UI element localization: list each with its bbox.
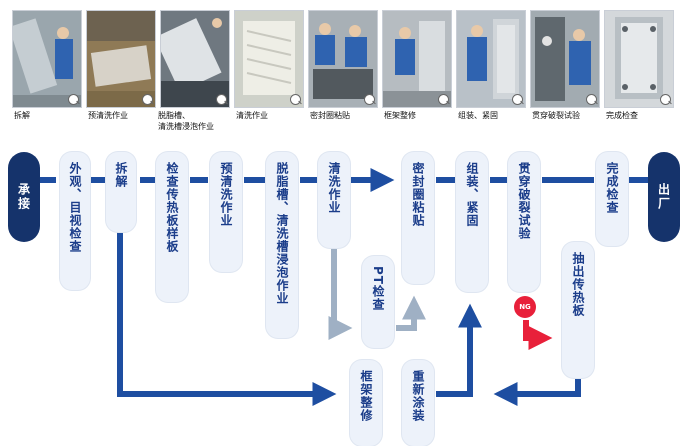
arrow-extract-return [493,376,581,406]
flow-arrows [40,168,648,406]
caption-prewash: 预清洗作业 [88,111,128,120]
step-prewash[interactable]: 预清洗作业 [210,152,242,272]
step-burst-test[interactable]: 贯穿破裂试验 [508,152,540,292]
photo-final-check[interactable] [604,10,674,108]
caption-degrease-line1: 脱脂槽、 [158,111,190,120]
caption-disassembly: 拆解 [14,111,30,120]
start-terminal[interactable]: 承接 [8,152,40,242]
photo-frame[interactable] [382,10,452,108]
photo-seal[interactable] [308,10,378,108]
caption-seal: 密封圈粘贴 [310,111,350,120]
arrow-ng [523,320,553,350]
zoom-icon[interactable] [290,94,301,105]
photo-strip: 拆解 预清洗作业 脱脂槽、 清洗槽浸泡作业 清洗作业 密封圈粘贴 框架整修 组装… [0,0,700,132]
photo-assembly[interactable] [456,10,526,108]
step-assembly[interactable]: 组装、紧固 [456,152,488,292]
step-sample-inspection[interactable]: 检查传热板样板 [156,152,188,302]
arrow-repaint-to-assembly [436,303,482,397]
zoom-icon[interactable] [142,94,153,105]
zoom-icon[interactable] [586,94,597,105]
photo-degrease[interactable] [160,10,230,108]
arrow-to-pt [328,246,353,340]
caption-final-check: 完成检查 [606,111,638,120]
caption-degrease: 脱脂槽、 清洗槽浸泡作业 [158,110,240,132]
zoom-icon[interactable] [438,94,449,105]
photo-burst-test[interactable] [530,10,600,108]
step-disassembly[interactable]: 拆解 [106,152,136,232]
step-seal-bonding[interactable]: 密封圈粘贴 [402,152,434,284]
caption-burst-test: 贯穿破裂试验 [532,111,580,120]
step-degrease[interactable]: 脱脂槽、清洗槽浸泡作业 [266,152,298,338]
photo-wash[interactable] [234,10,304,108]
step-extract-plates[interactable]: 抽出传热板 [562,242,594,378]
caption-degrease-line2: 清洗槽浸泡作业 [158,122,214,131]
step-visual-inspection[interactable]: 外观、目视检查 [60,152,90,290]
caption-frame: 框架整修 [384,111,416,120]
zoom-icon[interactable] [512,94,523,105]
photo-prewash[interactable] [86,10,156,108]
photo-disassembly[interactable] [12,10,82,108]
zoom-icon[interactable] [660,94,671,105]
arrow-to-frame [117,232,337,406]
end-terminal[interactable]: 出厂 [648,152,680,242]
ng-badge: NG [514,296,536,318]
arrow-pt-to-seal [396,295,426,331]
step-frame-repair[interactable]: 框架整修 [350,360,382,446]
zoom-icon[interactable] [68,94,79,105]
step-final-check[interactable]: 完成检查 [596,152,628,246]
zoom-icon[interactable] [364,94,375,105]
step-repaint[interactable]: 重新涂装 [402,360,434,446]
zoom-icon[interactable] [216,94,227,105]
step-pt-inspection[interactable]: PT检查 [362,256,394,348]
caption-wash: 清洗作业 [236,111,268,120]
caption-assembly: 组装、紧固 [458,111,498,120]
step-wash[interactable]: 清洗作业 [318,152,350,248]
